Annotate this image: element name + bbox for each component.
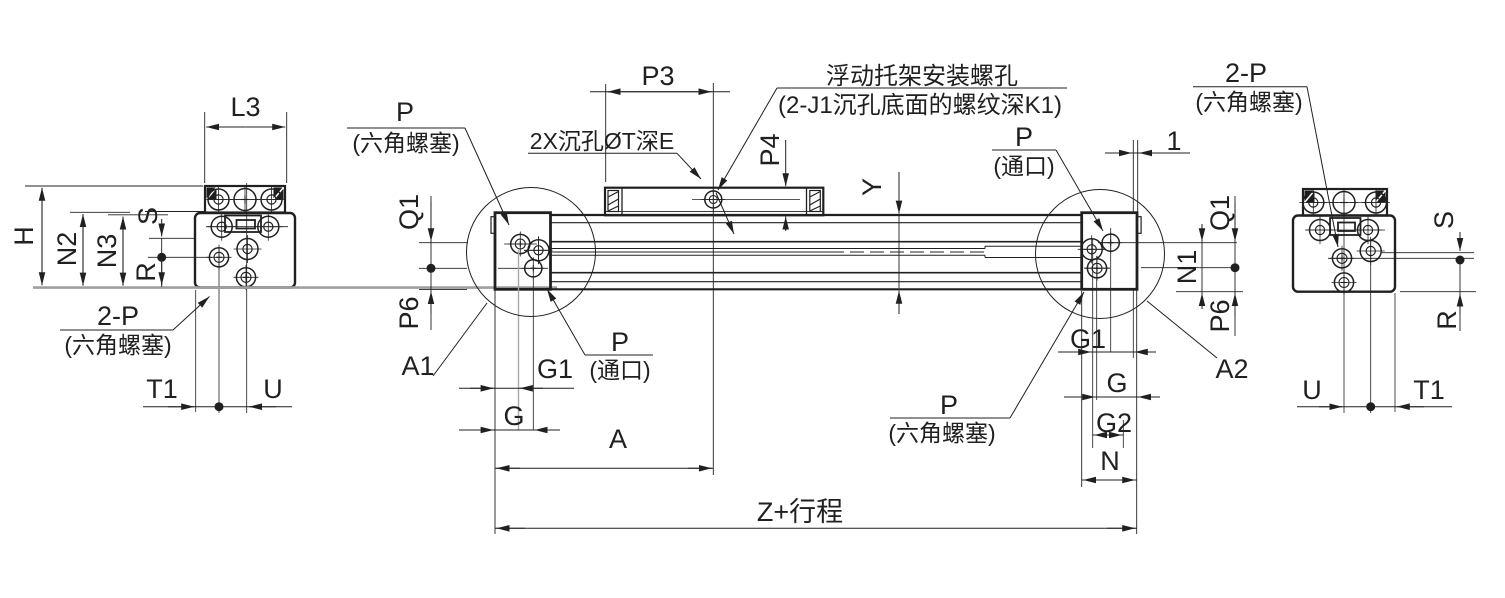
dim-label-y: Y bbox=[857, 178, 887, 196]
dim-label-u-right: U bbox=[1302, 375, 1322, 405]
dim-label-g-left: G bbox=[503, 401, 524, 431]
main-view-dimensions bbox=[347, 83, 1243, 534]
dim-label-l3: L3 bbox=[230, 92, 260, 122]
dim-label-t1-right: T1 bbox=[1413, 375, 1445, 405]
dim-label-z-stroke: Z+行程 bbox=[757, 497, 843, 527]
dim-label-p4: P4 bbox=[755, 133, 785, 166]
dim-label-r-right: R bbox=[1432, 310, 1462, 330]
note-hexplug-bottom-right: (六角螺塞) bbox=[888, 420, 995, 446]
dim-label-g1-right: G1 bbox=[1070, 324, 1106, 354]
left-end-view bbox=[33, 183, 557, 413]
dim-label-a: A bbox=[609, 424, 627, 454]
note-floating-line2: (2-J1沉孔底面的螺纹深K1) bbox=[778, 92, 1062, 119]
dim-label-g1-left: G1 bbox=[537, 354, 573, 384]
dim-label-q1-right: Q1 bbox=[1205, 195, 1235, 231]
dim-label-g-right: G bbox=[1106, 368, 1127, 398]
note-counterbore: 2X沉孔ØT深E bbox=[530, 128, 674, 154]
dim-label-g2-right: G2 bbox=[1096, 408, 1132, 438]
note-hexplug-top-right: (六角螺塞) bbox=[1195, 89, 1302, 115]
dim-label-h: H bbox=[9, 226, 39, 246]
dim-label-n3: N3 bbox=[92, 234, 122, 269]
dim-label-p6-right: P6 bbox=[1205, 299, 1235, 332]
labels: L3 H N2 N3 S R 2-P (六角螺塞) T1 U P (六角螺塞) … bbox=[9, 58, 1462, 527]
note-port-left: (通口) bbox=[589, 357, 650, 383]
dim-label-r-left: R bbox=[131, 262, 161, 282]
note-hexplug-bottom-left: (六角螺塞) bbox=[64, 332, 171, 358]
dim-label-1: 1 bbox=[1166, 126, 1181, 156]
right-end-view bbox=[1291, 187, 1476, 413]
note-p-port-left: P bbox=[611, 327, 629, 357]
dim-label-n-right: N bbox=[1100, 446, 1120, 476]
label-a1: A1 bbox=[401, 351, 434, 381]
dim-label-p3: P3 bbox=[641, 61, 674, 91]
note-2p-top-right: 2-P bbox=[1225, 58, 1267, 88]
dim-label-n2: N2 bbox=[52, 232, 82, 267]
note-p-top-left: P bbox=[396, 97, 414, 127]
dim-label-q1-left: Q1 bbox=[394, 194, 424, 230]
dim-label-t1-left: T1 bbox=[146, 374, 178, 404]
note-p-hexplug-bottom-right: P bbox=[940, 390, 958, 420]
dim-label-s-right: S bbox=[1429, 211, 1459, 229]
dim-label-u-left: U bbox=[263, 374, 283, 404]
right-end-view-dimensions bbox=[1193, 86, 1465, 412]
note-floating-line1: 浮动托架安装螺孔 bbox=[826, 63, 1018, 90]
note-port-right: (通口) bbox=[993, 153, 1054, 179]
dim-label-p6-left: P6 bbox=[394, 296, 424, 329]
dim-label-s-left: S bbox=[133, 207, 163, 225]
left-end-view-dimensions bbox=[25, 112, 292, 412]
note-p-port-right: P bbox=[1015, 122, 1033, 152]
note-2p-bottom-left: 2-P bbox=[97, 301, 139, 331]
dim-label-n1-right: N1 bbox=[1172, 250, 1202, 285]
main-view bbox=[466, 140, 1237, 448]
label-a2: A2 bbox=[1215, 354, 1248, 384]
note-hexplug-top-left: (六角螺塞) bbox=[352, 130, 459, 156]
